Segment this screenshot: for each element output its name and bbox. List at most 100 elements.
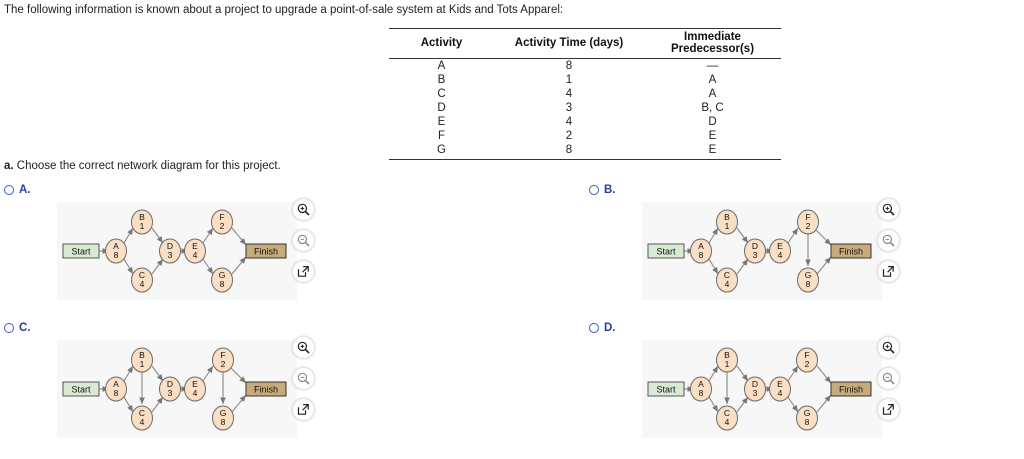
cell-activity: G xyxy=(437,144,446,156)
diagram-a-tools[interactable] xyxy=(292,198,315,283)
svg-text:C: C xyxy=(139,408,145,418)
svg-text:4: 4 xyxy=(193,388,198,398)
open-popup-icon[interactable] xyxy=(292,260,315,283)
cell-pred: A xyxy=(708,74,717,86)
cell-activity: E xyxy=(437,116,446,128)
table-row: C 4 A xyxy=(389,87,781,101)
cell-pred: E xyxy=(708,144,717,156)
option-c-header[interactable]: C. xyxy=(4,322,31,334)
svg-text:2: 2 xyxy=(806,221,811,231)
page-prompt: The following information is known about… xyxy=(4,4,564,16)
cell-time: 3 xyxy=(565,102,573,114)
svg-text:8: 8 xyxy=(221,417,226,427)
cell-time: 1 xyxy=(565,74,573,86)
svg-text:4: 4 xyxy=(193,250,198,260)
diagram-c-tools[interactable] xyxy=(292,336,315,421)
svg-text:1: 1 xyxy=(725,359,730,369)
svg-text:C: C xyxy=(724,270,730,280)
diagram-b-tools[interactable] xyxy=(877,198,900,283)
table-row: G 8 E xyxy=(389,143,781,159)
svg-text:D: D xyxy=(752,241,758,251)
svg-text:G: G xyxy=(805,270,812,280)
svg-text:B: B xyxy=(724,212,730,222)
svg-text:D: D xyxy=(167,379,173,389)
svg-text:D: D xyxy=(752,379,758,389)
cell-pred: E xyxy=(708,130,717,142)
cell-time: 8 xyxy=(565,144,573,156)
svg-text:3: 3 xyxy=(168,388,173,398)
svg-text:B: B xyxy=(724,350,730,360)
svg-text:Start: Start xyxy=(656,247,676,257)
svg-text:4: 4 xyxy=(140,417,145,427)
svg-text:E: E xyxy=(192,241,198,251)
open-popup-icon[interactable] xyxy=(292,398,315,421)
svg-text:A: A xyxy=(698,379,704,389)
table-bottom-rule xyxy=(389,159,781,160)
svg-text:4: 4 xyxy=(725,279,730,289)
cell-activity: D xyxy=(437,102,446,114)
cell-time: 4 xyxy=(565,116,573,128)
table-row: B 1 A xyxy=(389,73,781,87)
activity-table: Activity Activity Time (days) Immediate … xyxy=(389,28,781,159)
option-b-header[interactable]: B. xyxy=(589,184,616,196)
radio-option-b[interactable] xyxy=(589,185,599,195)
zoom-in-icon[interactable] xyxy=(877,198,900,221)
svg-text:C: C xyxy=(724,408,730,418)
zoom-out-icon[interactable] xyxy=(877,229,900,252)
svg-text:1: 1 xyxy=(725,221,730,231)
cell-activity: F xyxy=(437,130,446,142)
svg-text:B: B xyxy=(139,212,145,222)
radio-option-c[interactable] xyxy=(4,323,14,333)
svg-text:8: 8 xyxy=(806,279,811,289)
svg-text:1: 1 xyxy=(140,221,145,231)
open-popup-icon[interactable] xyxy=(877,398,900,421)
svg-text:4: 4 xyxy=(140,279,145,289)
svg-text:2: 2 xyxy=(805,359,810,369)
svg-text:2: 2 xyxy=(220,221,225,231)
svg-text:Start: Start xyxy=(71,385,91,395)
svg-text:4: 4 xyxy=(778,250,783,260)
svg-text:8: 8 xyxy=(220,279,225,289)
diagram-d-tools[interactable] xyxy=(877,336,900,421)
svg-text:8: 8 xyxy=(114,388,119,398)
th-predecessors: Immediate Predecessor(s) xyxy=(644,28,781,59)
svg-text:8: 8 xyxy=(114,250,119,260)
th-activity: Activity xyxy=(389,28,494,59)
zoom-out-icon[interactable] xyxy=(292,367,315,390)
zoom-in-icon[interactable] xyxy=(292,336,315,359)
option-d-letter: D. xyxy=(604,322,616,334)
cell-pred: A xyxy=(708,88,717,100)
open-popup-icon[interactable] xyxy=(877,260,900,283)
svg-text:8: 8 xyxy=(805,417,810,427)
radio-option-a[interactable] xyxy=(4,185,14,195)
zoom-in-icon[interactable] xyxy=(292,198,315,221)
cell-activity: C xyxy=(437,88,446,100)
svg-text:2: 2 xyxy=(221,359,226,369)
zoom-out-icon[interactable] xyxy=(292,229,315,252)
svg-text:Finish: Finish xyxy=(839,385,863,395)
option-c-letter: C. xyxy=(19,322,31,334)
cell-time: 8 xyxy=(565,60,573,72)
svg-text:G: G xyxy=(219,270,226,280)
svg-text:4: 4 xyxy=(778,388,783,398)
svg-text:Finish: Finish xyxy=(254,247,278,257)
svg-text:1: 1 xyxy=(140,359,145,369)
svg-text:E: E xyxy=(777,379,783,389)
cell-pred: B, C xyxy=(701,102,724,114)
svg-text:E: E xyxy=(192,379,198,389)
table-row: E 4 D xyxy=(389,115,781,129)
zoom-in-icon[interactable] xyxy=(877,336,900,359)
svg-text:D: D xyxy=(167,241,173,251)
option-a-header[interactable]: A. xyxy=(4,184,31,196)
question-line: a. Choose the correct network diagram fo… xyxy=(4,160,281,172)
svg-text:8: 8 xyxy=(699,388,704,398)
zoom-out-icon[interactable] xyxy=(877,367,900,390)
option-b-letter: B. xyxy=(604,184,616,196)
svg-text:Finish: Finish xyxy=(839,247,863,257)
option-d-header[interactable]: D. xyxy=(589,322,616,334)
radio-option-d[interactable] xyxy=(589,323,599,333)
